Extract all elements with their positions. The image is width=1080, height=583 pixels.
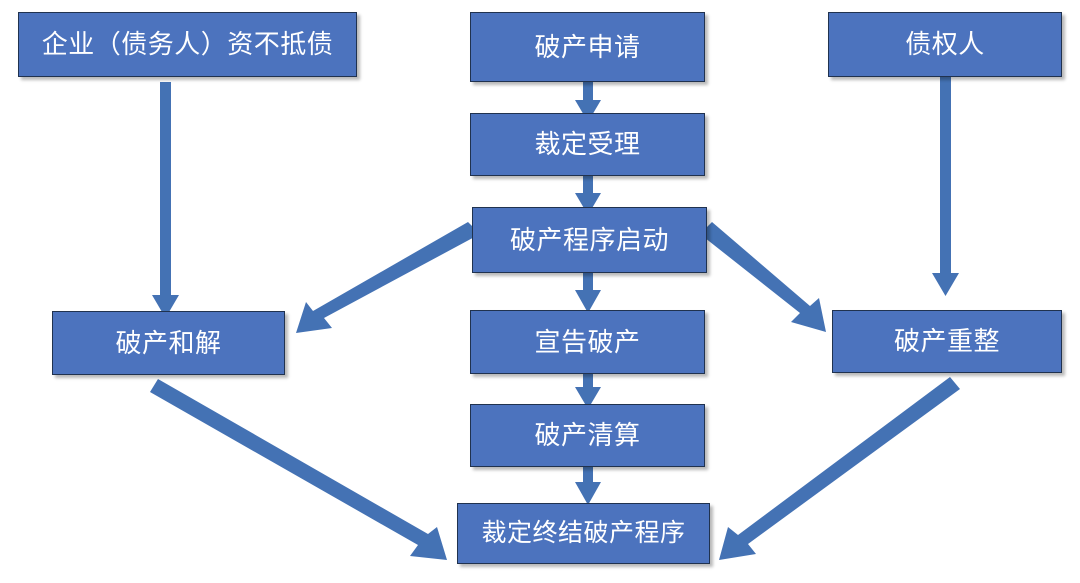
arrow-liquidate-to-terminate bbox=[575, 467, 601, 505]
node-accept[interactable]: 裁定受理 bbox=[470, 113, 705, 176]
node-settlement[interactable]: 破产和解 bbox=[52, 311, 285, 375]
node-declare-label: 宣告破产 bbox=[534, 326, 641, 357]
node-creditor[interactable]: 债权人 bbox=[828, 12, 1062, 77]
node-liquidate-label: 破产清算 bbox=[534, 420, 641, 451]
node-debtor-label: 企业（债务人）资不抵债 bbox=[41, 29, 334, 60]
node-declare[interactable]: 宣告破产 bbox=[470, 310, 705, 374]
arrow-creditor-to-restructure bbox=[932, 77, 959, 296]
arrow-restructure-to-terminate bbox=[719, 377, 960, 560]
node-application-label: 破产申请 bbox=[534, 31, 641, 62]
arrow-start-to-declare bbox=[575, 273, 601, 313]
node-start-label: 破产程序启动 bbox=[509, 224, 669, 255]
node-accept-label: 裁定受理 bbox=[534, 129, 641, 160]
node-terminate-label: 裁定终结破产程序 bbox=[481, 518, 686, 547]
node-debtor[interactable]: 企业（债务人）资不抵债 bbox=[18, 12, 357, 77]
arrow-start-to-settlement bbox=[296, 222, 480, 333]
node-settlement-label: 破产和解 bbox=[115, 327, 222, 358]
node-start[interactable]: 破产程序启动 bbox=[472, 207, 707, 273]
arrow-debtor-to-settlement bbox=[152, 82, 179, 318]
arrow-start-to-restructure bbox=[700, 222, 826, 332]
node-terminate[interactable]: 裁定终结破产程序 bbox=[457, 503, 710, 564]
node-restructure-label: 破产重整 bbox=[893, 326, 1000, 357]
node-creditor-label: 债权人 bbox=[905, 29, 985, 60]
node-liquidate[interactable]: 破产清算 bbox=[470, 404, 705, 467]
node-restructure[interactable]: 破产重整 bbox=[832, 310, 1062, 373]
arrow-settlement-to-terminate bbox=[150, 379, 447, 560]
node-application[interactable]: 破产申请 bbox=[470, 12, 705, 82]
